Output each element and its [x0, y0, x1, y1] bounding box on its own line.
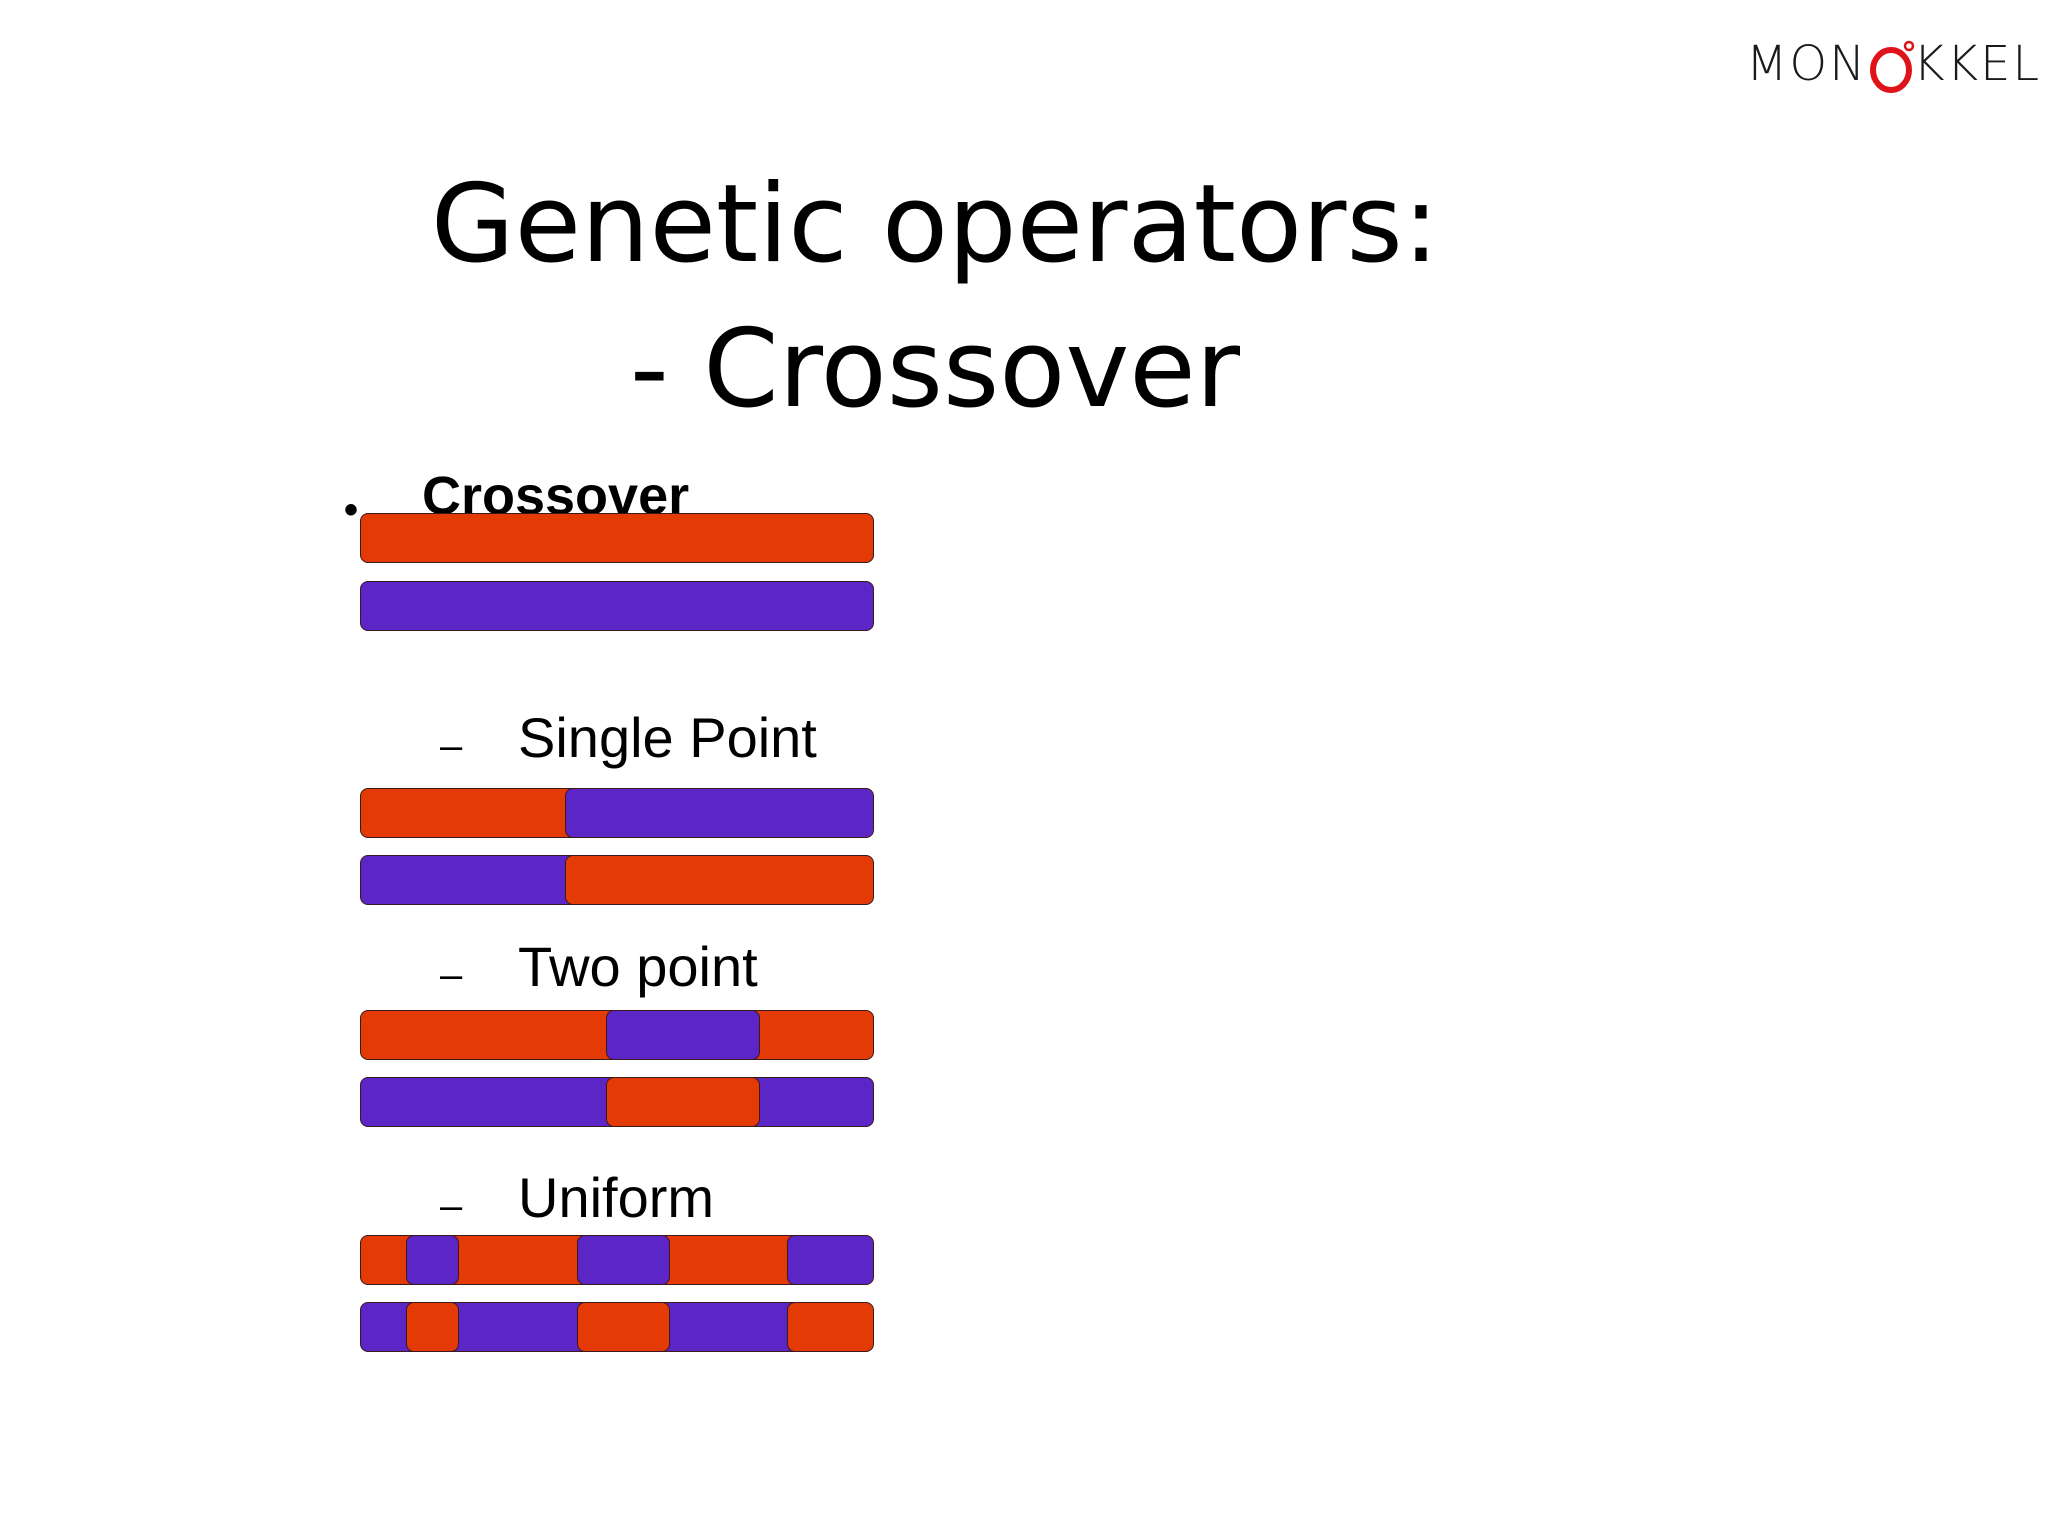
crossover-segment	[577, 1303, 670, 1351]
parent-chromosome-purple	[360, 581, 874, 631]
crossover-segment	[787, 1303, 873, 1351]
bullet-marker: •	[344, 488, 359, 532]
monokkel-logo: MON KKEL	[1746, 34, 2041, 94]
two-point-offspring-2	[360, 1077, 874, 1127]
crossover-segment	[606, 1078, 760, 1126]
crossover-segment	[606, 1011, 760, 1059]
crossover-segment	[565, 856, 873, 904]
uniform-offspring-1	[360, 1235, 874, 1285]
single-point-offspring-1	[360, 788, 874, 838]
uniform-label: Uniform	[518, 1166, 715, 1229]
logo-ring-icon	[1869, 40, 1915, 93]
crossover-segment	[787, 1236, 873, 1284]
logo-text-left: MON	[1746, 36, 1868, 92]
uniform-offspring-2	[360, 1302, 874, 1352]
parent-chromosome-red	[360, 513, 874, 563]
crossover-segment	[577, 1236, 670, 1284]
slide-title-line2: - Crossover	[629, 307, 1241, 432]
slide-title-line1: Genetic operators:	[430, 162, 1440, 287]
uniform-dash: –	[440, 1184, 463, 1228]
crossover-segment	[406, 1236, 459, 1284]
two-point-offspring-1	[360, 1010, 874, 1060]
crossover-segment	[565, 789, 873, 837]
crossover-segment	[406, 1303, 459, 1351]
single-point-label: Single Point	[518, 706, 817, 769]
two-point-label: Two point	[518, 935, 758, 998]
single-point-offspring-2	[360, 855, 874, 905]
logo-text-right: KKEL	[1913, 36, 2042, 92]
two-point-dash: –	[440, 953, 463, 997]
single-point-dash: –	[440, 724, 463, 768]
